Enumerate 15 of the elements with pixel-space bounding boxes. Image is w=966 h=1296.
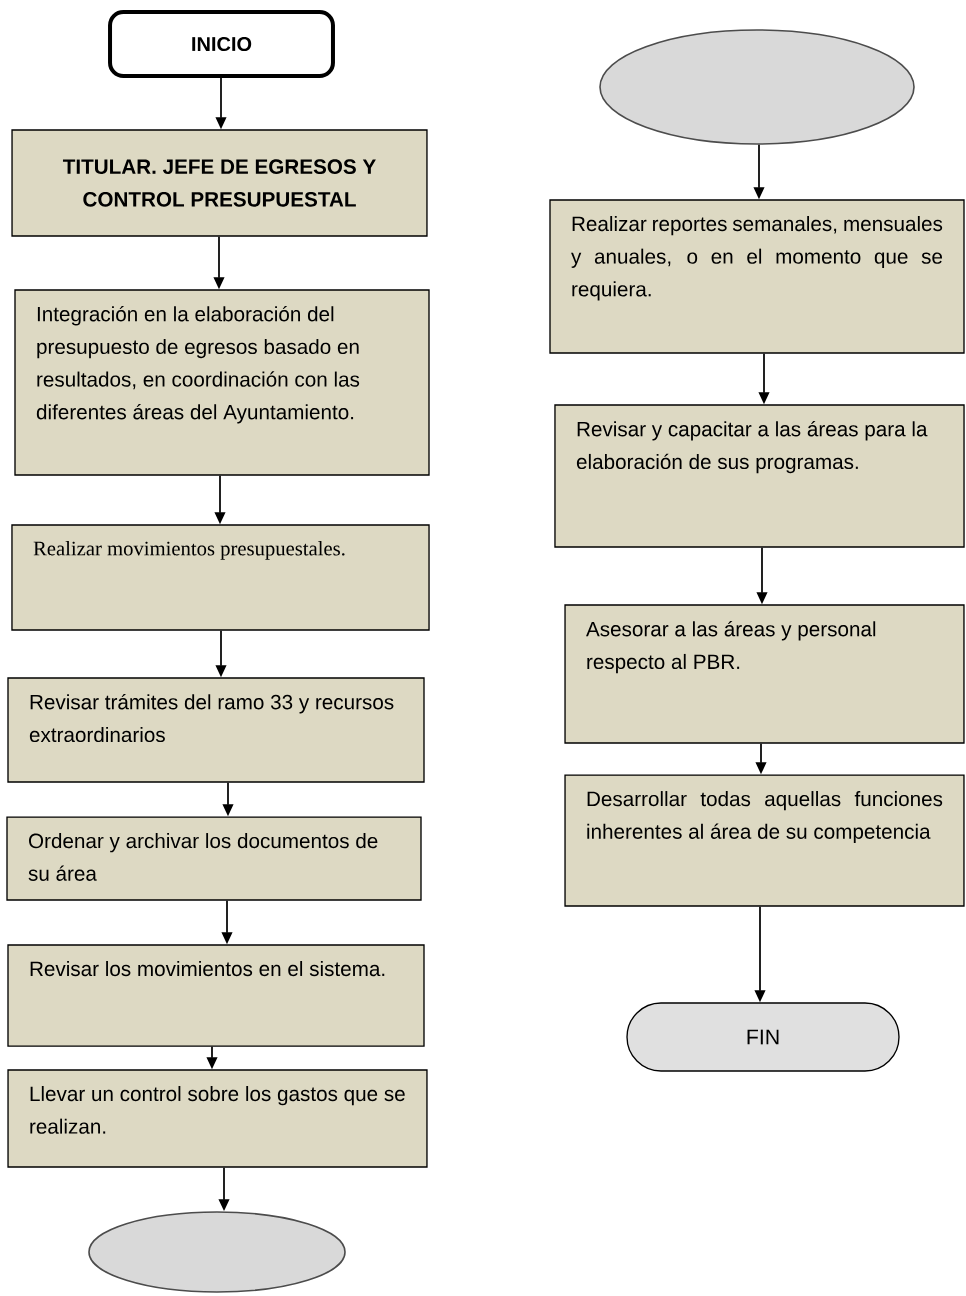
process-box: Realizar reportes semanales, mensuales y anuales, o en el momento que se requiera. [549,199,965,354]
process-box: Ordenar y archivar los documentos de su área [6,816,422,901]
process-box: Revisar trámites del ramo 33 y recursos extraordinarios [7,677,425,783]
process-box: TITULAR. JEFE DE EGRESOS Y CONTROL PRESUPUESTAL [11,129,428,237]
start-box: INICIO [108,10,335,78]
process-box: Desarrollar todas aquellas funciones inherentes al área de su competencia [564,774,965,907]
process-box: Llevar un control sobre los gastos que se realizan. [7,1069,428,1168]
connector-ellipse [599,29,915,145]
end-terminal: FIN [626,1002,900,1072]
process-box: Realizar movimientos presupuestales. [11,524,430,631]
process-box: Asesorar a las áreas y personal respecto al PBR. [564,604,965,744]
connector-ellipse [88,1211,346,1293]
process-box: Integración en la elaboración del presupuesto de egresos basado en resultados, en coordinación con las diferentes áreas del Ayuntamiento. [14,289,430,476]
process-box: Revisar y capacitar a las áreas para la elaboración de sus programas. [554,404,965,548]
process-box: Revisar los movimientos en el sistema. [7,944,425,1047]
